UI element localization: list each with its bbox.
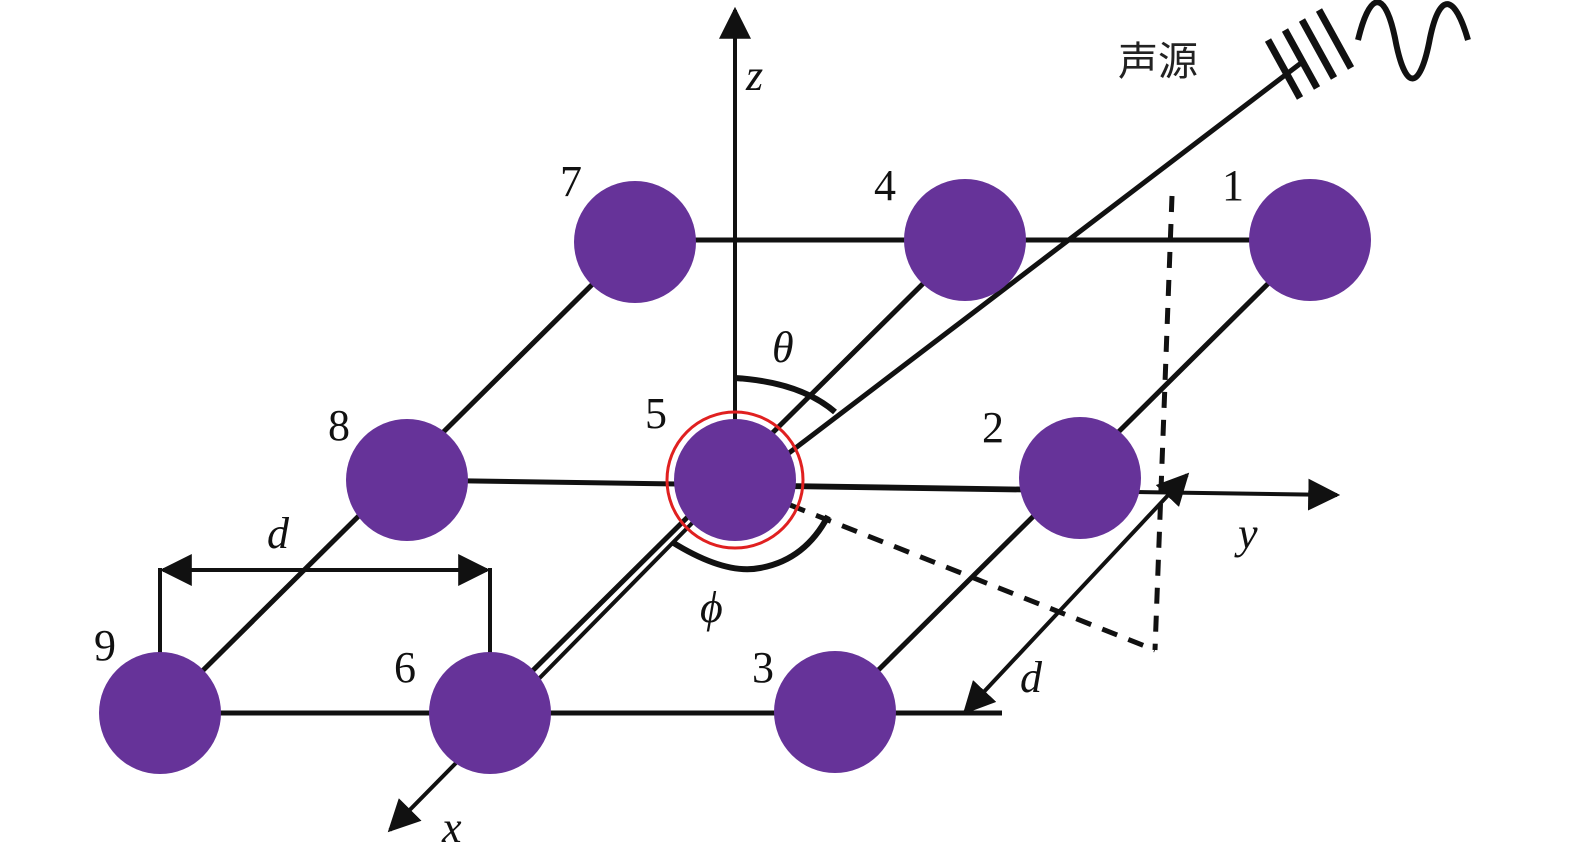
sensor-node-label-7: 7 xyxy=(560,157,582,206)
sensor-node-6 xyxy=(429,652,551,774)
sound-source-label: 声源 xyxy=(1118,39,1198,85)
spacing-label-right: d xyxy=(1020,653,1043,702)
sensor-node-label-1: 1 xyxy=(1222,161,1244,210)
sensor-node-label-3: 3 xyxy=(752,643,774,692)
sound-wave-icon xyxy=(1355,0,1471,82)
sensor-node-4 xyxy=(904,179,1026,301)
reference-ring xyxy=(665,410,805,550)
vertical-projection xyxy=(1152,195,1175,651)
sensor-node-9 xyxy=(99,652,221,774)
node-labels: 1 2 3 4 5 6 7 8 9 xyxy=(94,157,1244,692)
phi-arc xyxy=(670,514,831,573)
sensor-node-8 xyxy=(346,419,468,541)
incident-direction-arrow xyxy=(739,58,1307,491)
sensor-node-3 xyxy=(774,651,896,773)
x-axis-label: x xyxy=(441,803,462,852)
sensor-node-label-5: 5 xyxy=(645,389,667,438)
theta-label: θ xyxy=(772,323,794,372)
y-axis-label: y xyxy=(1234,509,1258,558)
x-axis xyxy=(387,508,707,833)
theta-arc xyxy=(734,375,837,415)
sensor-nodes xyxy=(99,179,1371,774)
sensor-node-label-2: 2 xyxy=(982,403,1004,452)
sensor-node-label-9: 9 xyxy=(94,621,116,670)
sensor-node-7 xyxy=(574,181,696,303)
sensor-node-label-8: 8 xyxy=(328,401,350,450)
z-axis-label: z xyxy=(745,51,763,100)
sensor-node-1 xyxy=(1249,179,1371,301)
sensor-node-2 xyxy=(1019,417,1141,539)
spacing-label-top: d xyxy=(267,509,290,558)
sensor-node-5 xyxy=(674,419,796,541)
spacing-dimension-left xyxy=(158,554,492,655)
sound-source-icon xyxy=(1264,0,1471,100)
phi-label: ϕ xyxy=(700,583,723,632)
spacing-arrow-diagonal xyxy=(962,472,1190,715)
sensor-node-label-4: 4 xyxy=(874,161,896,210)
sensor-node-label-6: 6 xyxy=(394,643,416,692)
